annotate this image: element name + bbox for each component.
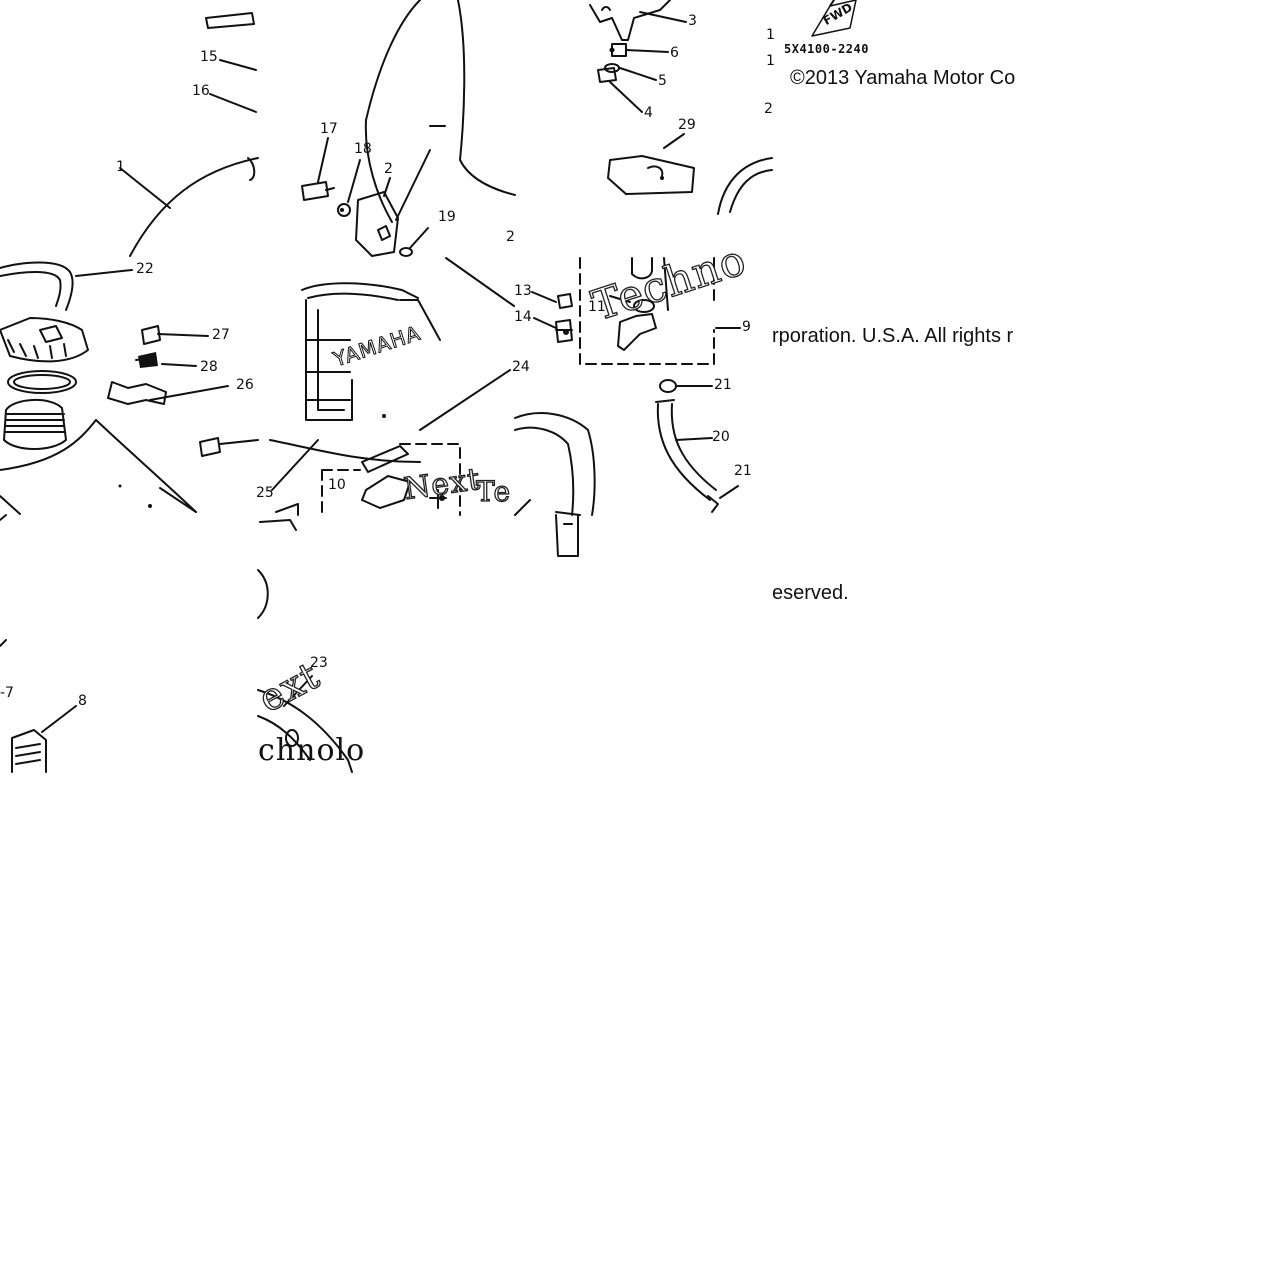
callout-21: 21 (714, 377, 732, 393)
fwd-emblem-shape (811, 0, 857, 37)
copyright-line-2: rporation. U.S.A. All rights r (772, 325, 1014, 347)
callout-19: 19 (438, 209, 456, 225)
callout-tick-1: 1 (766, 27, 775, 43)
callout-13: 13 (514, 283, 532, 299)
callout-2-c: 2 (764, 101, 773, 117)
tile-h-lines (257, 519, 353, 773)
callout-4: 4 (644, 105, 653, 121)
tile-f-lines (514, 257, 741, 516)
watermark-te: Te (475, 475, 512, 508)
callout-10: 10 (328, 477, 346, 493)
callout-11: 11 (588, 299, 606, 315)
callout-29: 29 (678, 117, 696, 133)
watermark-chnolo: chnolo (258, 733, 366, 768)
callout-9: 9 (742, 319, 751, 335)
callout-tick-2: 1 (766, 53, 775, 69)
tile-f-lower (555, 514, 579, 557)
callout-25: 25 (256, 485, 274, 501)
tile-g-lines (0, 514, 77, 773)
callout-20: 20 (712, 429, 730, 445)
tile-e-lines (269, 257, 557, 516)
callout-23: 23 (310, 655, 328, 671)
callout-2: 2 (384, 161, 393, 177)
callout-6: 6 (670, 45, 679, 61)
callout-24: 24 (512, 359, 530, 375)
callout-16: 16 (192, 83, 210, 99)
callout-26: 26 (236, 377, 254, 393)
callout-8: 8 (78, 693, 87, 709)
callout-15: 15 (200, 49, 218, 65)
drawing-code: 5X4100-2240 (784, 42, 869, 56)
tile-d-lines (0, 261, 259, 515)
copyright-line-1: ©2013 Yamaha Motor Co (790, 67, 1016, 89)
callout-17: 17 (320, 121, 338, 137)
callout-18: 18 (354, 141, 372, 157)
callout-1: 1 (116, 159, 125, 175)
callout-28: 28 (200, 359, 218, 375)
callout-14: 14 (514, 309, 532, 325)
callout-3: 3 (688, 13, 697, 29)
copyright-line-3: eserved. (772, 582, 849, 604)
tile-b-lines (301, 0, 516, 257)
callout-5: 5 (658, 73, 667, 89)
callout-2-b: 2 (506, 229, 515, 245)
tile-c-lines (589, 0, 773, 215)
callout-27: 27 (212, 327, 230, 343)
callout-7: -7 (0, 685, 14, 701)
callout-21-b: 21 (734, 463, 752, 479)
callout-22: 22 (136, 261, 154, 277)
tile-a-lines (119, 12, 259, 257)
